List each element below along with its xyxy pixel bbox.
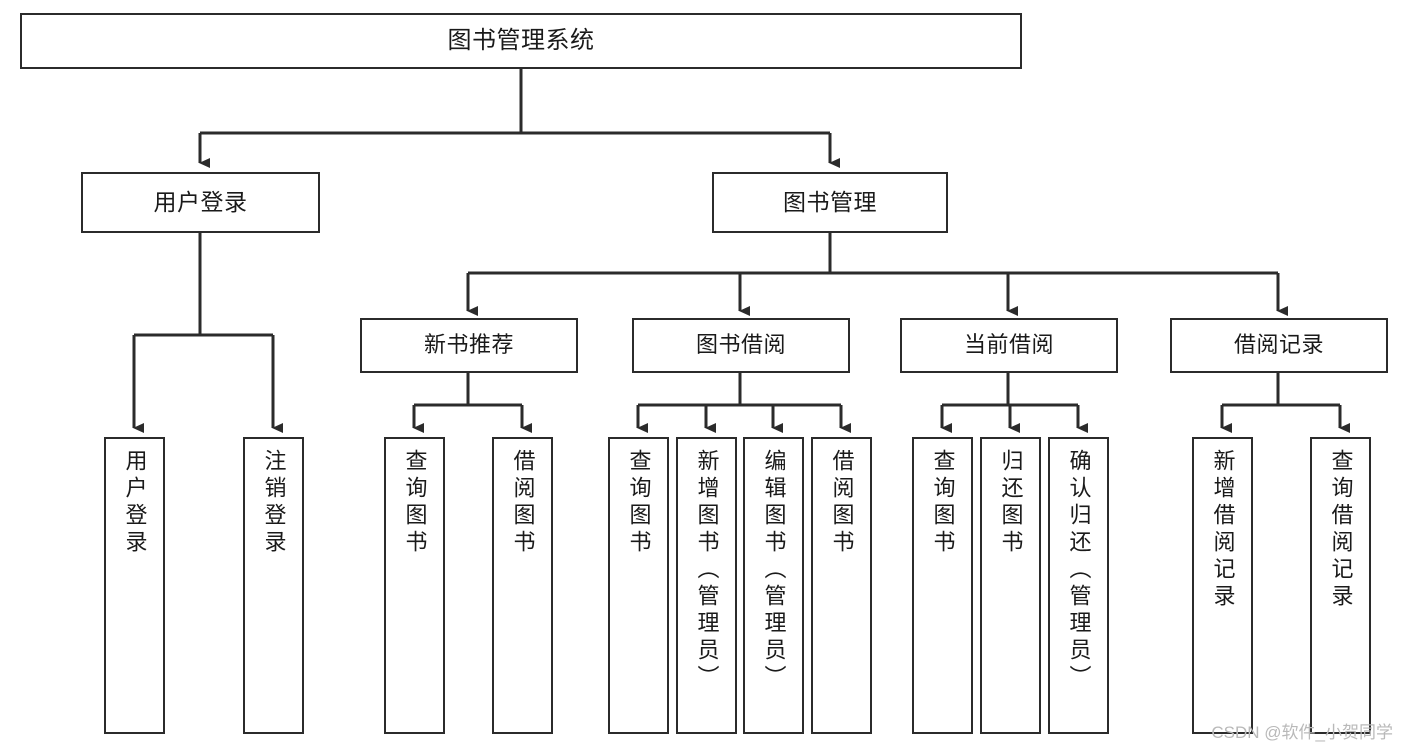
node-label: 注销登录 [261, 449, 287, 557]
node-label: 查询借阅记录 [1328, 449, 1354, 611]
node-label: 当前借阅 [963, 332, 1054, 358]
node-label: 新增图书（管理员） [694, 449, 720, 692]
node-user-login[interactable]: 用户登录 [81, 172, 320, 233]
node-label: 借阅图书 [510, 449, 536, 557]
node-label: 用户登录 [122, 449, 148, 557]
node-label: 归还图书 [998, 449, 1024, 557]
node-leaf-logout[interactable]: 注销登录 [243, 437, 304, 734]
node-leaf-add-borrow-record[interactable]: 新增借阅记录 [1192, 437, 1253, 734]
node-borrow-records[interactable]: 借阅记录 [1170, 318, 1388, 373]
node-current-borrow[interactable]: 当前借阅 [900, 318, 1118, 373]
node-label: 借阅图书 [829, 449, 855, 557]
node-leaf-return-book[interactable]: 归还图书 [980, 437, 1041, 734]
node-book-management-system[interactable]: 图书管理系统 [20, 13, 1022, 69]
node-book-management[interactable]: 图书管理 [712, 172, 948, 233]
node-leaf-query-borrow-record[interactable]: 查询借阅记录 [1310, 437, 1371, 734]
node-label: 查询图书 [930, 449, 956, 557]
node-label: 查询图书 [402, 449, 428, 557]
watermark-text: CSDN @软件_小贺同学 [1211, 723, 1393, 742]
node-leaf-query-book-recommend[interactable]: 查询图书 [384, 437, 445, 734]
node-leaf-query-book-current[interactable]: 查询图书 [912, 437, 973, 734]
node-new-book-recommend[interactable]: 新书推荐 [360, 318, 578, 373]
node-label: 图书管理系统 [447, 26, 595, 54]
node-label: 新书推荐 [423, 332, 514, 358]
node-label: 用户登录 [153, 188, 248, 215]
node-leaf-user-login[interactable]: 用户登录 [104, 437, 165, 734]
node-label: 查询图书 [626, 449, 652, 557]
node-leaf-edit-book-admin[interactable]: 编辑图书（管理员） [743, 437, 804, 734]
node-label: 编辑图书（管理员） [761, 449, 787, 692]
node-leaf-borrow-book[interactable]: 借阅图书 [811, 437, 872, 734]
node-label: 新增借阅记录 [1210, 449, 1236, 611]
node-label: 图书借阅 [695, 332, 786, 358]
node-book-borrow[interactable]: 图书借阅 [632, 318, 850, 373]
node-label: 确认归还（管理员） [1066, 449, 1092, 692]
node-leaf-borrow-book-recommend[interactable]: 借阅图书 [492, 437, 553, 734]
node-leaf-confirm-return-admin[interactable]: 确认归还（管理员） [1048, 437, 1109, 734]
node-label: 借阅记录 [1233, 332, 1324, 358]
node-label: 图书管理 [783, 188, 877, 215]
node-leaf-query-book-borrow[interactable]: 查询图书 [608, 437, 669, 734]
node-leaf-add-book-admin[interactable]: 新增图书（管理员） [676, 437, 737, 734]
